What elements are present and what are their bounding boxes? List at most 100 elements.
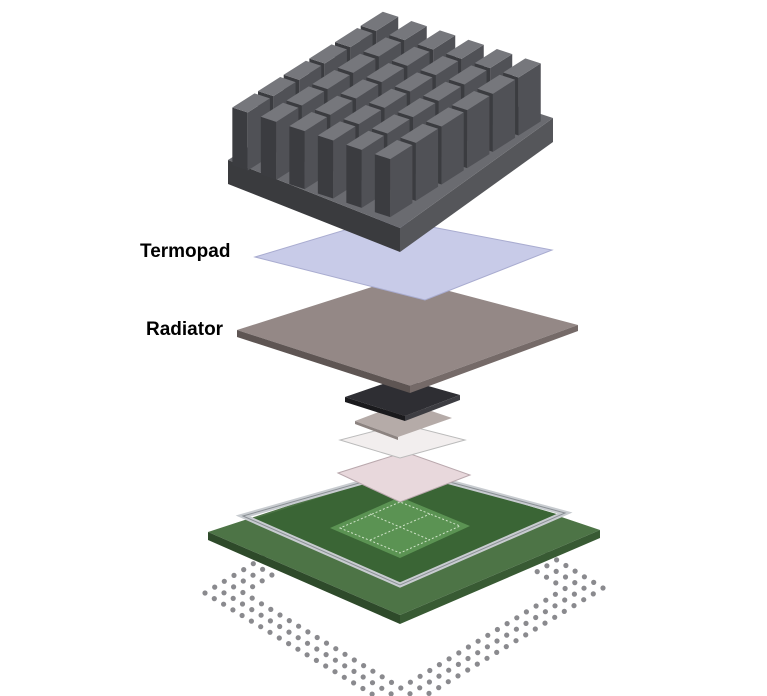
solder-ball: [475, 638, 481, 644]
heatsink-fin: [415, 128, 439, 201]
heatsink-fin: [518, 63, 541, 136]
solder-ball: [286, 629, 292, 635]
solder-ball: [240, 589, 246, 596]
solder-ball: [523, 609, 530, 615]
solder-ball: [514, 615, 520, 621]
heatsink-fin: [260, 116, 277, 180]
solder-ball: [600, 585, 606, 591]
solder-ball: [379, 685, 385, 691]
heatsink-fin: [400, 123, 439, 143]
solder-ball: [417, 685, 423, 691]
solder-ball: [230, 595, 236, 602]
heatsink-fin: [337, 53, 376, 73]
heatsink-fin: [309, 44, 347, 64]
solder-ball: [248, 618, 254, 624]
solder-ball: [221, 578, 227, 584]
solder-ball: [485, 632, 491, 638]
solder-ball: [552, 591, 559, 597]
solder-ball: [426, 679, 432, 685]
solder-ball: [249, 607, 255, 613]
solder-ball: [572, 580, 578, 586]
pcb-substrate: [208, 466, 600, 624]
solder-ball: [533, 614, 539, 621]
solder-ball: [553, 580, 559, 586]
solder-ball: [581, 597, 587, 603]
solder-ball: [295, 646, 301, 652]
heatsink-base-right: [400, 118, 553, 252]
solder-ball: [562, 574, 569, 580]
heatsink-fin: [312, 70, 350, 90]
solder-ball: [258, 612, 264, 618]
solder-ball: [503, 644, 509, 650]
solder-ball: [552, 614, 558, 620]
solder-ball: [369, 691, 375, 696]
solder-ball: [333, 646, 339, 652]
solder-ball: [534, 569, 540, 575]
solder-ball: [313, 657, 319, 664]
solder-ball: [286, 641, 292, 647]
heatsink-fin: [392, 46, 430, 66]
heatsink-fin: [283, 60, 322, 80]
solder-ball: [258, 624, 264, 630]
heatsink-fin: [289, 126, 305, 190]
solder-ball: [513, 626, 520, 632]
solder-ball: [388, 679, 395, 686]
solder-ball: [581, 585, 587, 591]
heatsink-fin: [366, 63, 404, 83]
solder-ball: [323, 640, 330, 646]
heatsink-fin: [477, 74, 516, 94]
solder-ball: [202, 590, 208, 596]
solder-ball: [295, 635, 301, 641]
solder-ball: [543, 597, 549, 603]
solder-ball: [239, 601, 246, 607]
solder-ball: [504, 621, 510, 627]
solder-ball: [323, 663, 329, 669]
heatsink-fin: [389, 21, 427, 41]
solder-ball: [553, 568, 559, 575]
solder-ball: [351, 657, 357, 663]
termopad-sheet: [253, 217, 554, 301]
heatsink-fin: [369, 88, 407, 108]
solder-ball: [351, 668, 357, 675]
solder-ball: [562, 597, 568, 603]
solder-ball: [314, 634, 320, 641]
solder-ball: [523, 620, 529, 627]
solder-ball: [571, 603, 577, 609]
heatsink-fin: [289, 112, 327, 132]
heatsink-fin: [317, 135, 334, 199]
solder-ball: [484, 655, 490, 661]
heatsink-fin: [374, 154, 391, 218]
heatsink-fin: [232, 107, 248, 171]
solder-ball: [436, 685, 442, 691]
solder-ball: [532, 626, 538, 632]
solder-ball: [542, 620, 548, 626]
termopad-label: Termopad: [140, 241, 231, 262]
solder-ball: [407, 679, 413, 685]
solder-ball: [304, 640, 311, 646]
solder-ball: [543, 574, 550, 580]
solder-ball: [286, 618, 292, 624]
solder-ball: [221, 590, 227, 596]
solder-ball: [388, 691, 394, 696]
heatsink-fin: [363, 37, 402, 57]
solder-ball: [276, 635, 282, 641]
solder-ball: [250, 584, 256, 590]
solder-ball: [446, 667, 452, 673]
solder-ball: [304, 652, 310, 658]
solder-ball: [370, 668, 376, 674]
solder-ball: [455, 661, 461, 668]
solder-ball: [465, 644, 471, 650]
heatsink-fin: [374, 140, 413, 160]
solder-ball: [417, 673, 423, 679]
solder-ball: [571, 591, 578, 597]
solder-ball: [249, 595, 255, 601]
solder-ball: [427, 667, 433, 674]
solder-ball: [314, 646, 320, 652]
heatsink-fin: [260, 102, 299, 122]
solder-ball: [590, 591, 596, 597]
solder-ball: [542, 609, 549, 615]
solder-ball: [544, 563, 550, 569]
solder-ball: [269, 572, 275, 578]
solder-ball: [361, 663, 367, 669]
